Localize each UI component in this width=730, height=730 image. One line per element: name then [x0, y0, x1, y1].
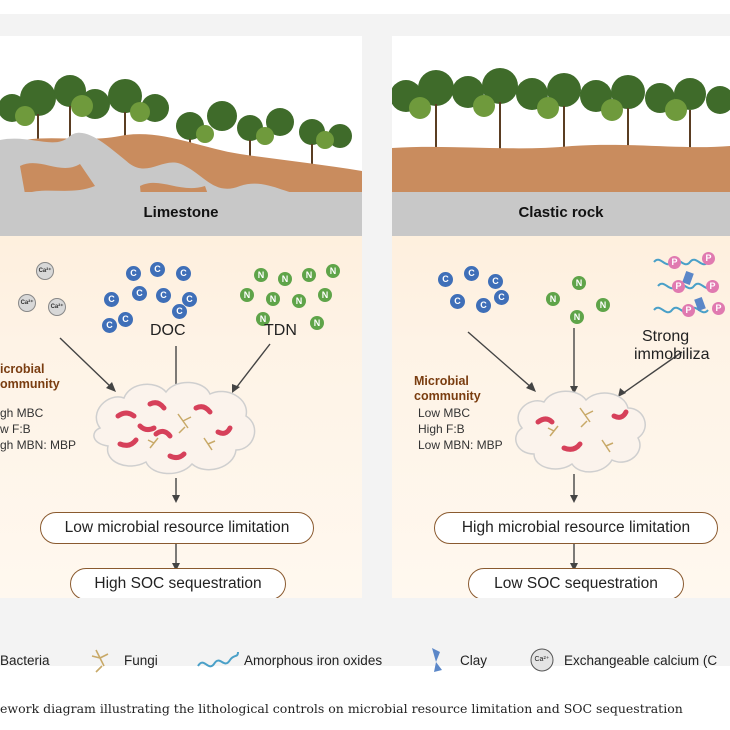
nitrogen-molecule: N	[318, 288, 332, 302]
immobilization-label: Strong immobiliza	[634, 328, 710, 363]
carbon-molecule: C	[176, 266, 191, 281]
figure-frame: Limestone Ca²⁺ Ca²⁺ Ca²⁺ C C C C C C C C…	[0, 14, 730, 673]
calcium-icon	[530, 648, 554, 672]
phosphorus-molecule: P	[668, 256, 681, 269]
phosphorus-molecule: P	[702, 252, 715, 265]
clastic-scene	[392, 36, 730, 571]
limitation-box: High microbial resource limitation	[434, 512, 718, 544]
microbial-cloud	[515, 390, 646, 473]
carbon-molecule: C	[476, 298, 491, 313]
clastic-panel: Clastic rock C C C C C C N N N N P P P P…	[392, 36, 730, 598]
sequestration-box: Low SOC sequestration	[468, 568, 684, 598]
calcium-symbol: Ca²⁺	[36, 262, 54, 280]
legend-icons	[91, 648, 554, 673]
calcium-symbol: Ca²⁺	[48, 298, 66, 316]
nitrogen-molecule: N	[292, 294, 306, 308]
microbial-cloud	[93, 381, 256, 475]
rock-label-clastic: Clastic rock	[518, 204, 604, 221]
legend-clay: Clay	[460, 653, 488, 668]
bacteria-cells	[535, 409, 629, 452]
community-title: Microbial community	[414, 374, 481, 403]
nitrogen-molecule: N	[254, 268, 268, 282]
nitrogen-molecule: N	[326, 264, 340, 278]
flow-arrows	[59, 337, 271, 566]
legend-calcium: Exchangeable calcium (C	[564, 653, 718, 668]
flow-arrows	[467, 328, 683, 566]
bacteria-cells	[115, 400, 233, 461]
nitrogen-molecule: N	[572, 276, 586, 290]
limitation-box: Low microbial resource limitation	[40, 512, 314, 544]
tdn-label: TDN	[264, 322, 297, 339]
carbon-molecule: C	[488, 274, 503, 289]
phosphorus-molecule: P	[682, 304, 695, 317]
nitrogen-molecule: N	[596, 298, 610, 312]
legend-iron: Amorphous iron oxides	[244, 653, 383, 668]
nitrogen-molecule: N	[240, 288, 254, 302]
nitrogen-molecule: N	[570, 310, 584, 324]
calcium-symbol: Ca²⁺	[18, 294, 36, 312]
tree-canopy	[392, 68, 730, 114]
legend-calcium-symbol: Ca²⁺	[534, 656, 550, 663]
carbon-molecule: C	[132, 286, 147, 301]
legend: Bacteria Fungi Amorphous iron oxides Cla…	[0, 636, 730, 682]
phosphorus-molecule: P	[672, 280, 685, 293]
community-mbn-mbp: gh MBN: MBP	[0, 438, 77, 452]
community-title: icrobial ommunity	[0, 362, 60, 391]
nitrogen-molecule: N	[266, 292, 280, 306]
limestone-panel: Limestone Ca²⁺ Ca²⁺ Ca²⁺ C C C C C C C C…	[0, 36, 362, 598]
limestone-scene	[0, 36, 362, 571]
community-mbc: Low MBC	[418, 406, 471, 420]
nitrogen-molecule: N	[302, 268, 316, 282]
community-fb: w F:B	[0, 422, 31, 436]
carbon-molecule: C	[126, 266, 141, 281]
clastic-band	[392, 192, 730, 236]
nitrogen-molecule: N	[310, 316, 324, 330]
carbon-molecule: C	[104, 292, 119, 307]
sequestration-box: High SOC sequestration	[70, 568, 286, 598]
limestone-band	[0, 192, 362, 236]
carbon-molecule: C	[118, 312, 133, 327]
legend-fungi: Fungi	[124, 653, 158, 668]
community-mbc: gh MBC	[0, 406, 44, 420]
fungi-icon	[91, 649, 109, 673]
rock-label-limestone: Limestone	[143, 204, 219, 221]
phosphorus-molecule: P	[712, 302, 725, 315]
community-fb: High F:B	[418, 422, 465, 436]
carbon-molecule: C	[464, 266, 479, 281]
carbon-molecule: C	[150, 262, 165, 277]
fungi-hyphae	[547, 407, 614, 453]
carbon-molecule: C	[102, 318, 117, 333]
community-mbn-mbp: Low MBN: MBP	[418, 438, 503, 452]
carbon-molecule: C	[172, 304, 187, 319]
carbon-molecule: C	[156, 288, 171, 303]
figure-caption: ework diagram illustrating the lithologi…	[0, 701, 683, 716]
clay-particles	[682, 270, 706, 312]
nitrogen-molecule: N	[546, 292, 560, 306]
carbon-molecule: C	[450, 294, 465, 309]
clay-icon	[432, 648, 442, 672]
doc-label: DOC	[150, 322, 186, 339]
legend-bacteria: Bacteria	[0, 653, 50, 668]
carbon-molecule: C	[438, 272, 453, 287]
nitrogen-molecule: N	[278, 272, 292, 286]
fungi-hyphae	[147, 413, 216, 451]
phosphorus-molecule: P	[706, 280, 719, 293]
carbon-molecule: C	[494, 290, 509, 305]
carbon-molecule: C	[182, 292, 197, 307]
nitrogen-molecule: N	[256, 312, 270, 326]
iron-oxide-icon	[197, 651, 239, 668]
